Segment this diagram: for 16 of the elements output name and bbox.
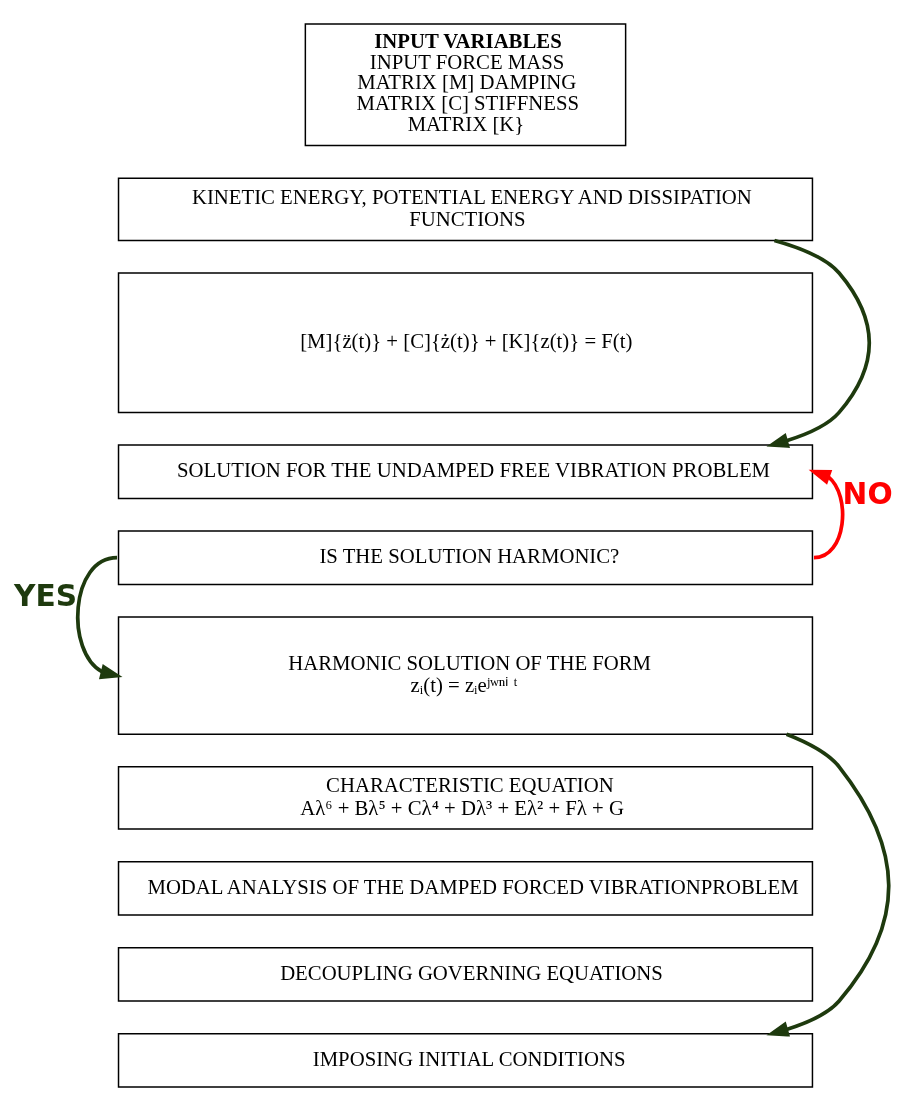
node-box: CHARACTERISTIC EQUATION Aλ⁶ + Bλ⁵ + Cλ⁴ + Dλ³ + Eλ² + Fλ + G xyxy=(117,766,814,830)
node-box: MODAL ANALYSIS OF THE DAMPED FORCED VIBRATIONPROBLEM xyxy=(117,860,814,916)
node-box: IS THE SOLUTION HARMONIC? xyxy=(117,530,814,586)
arrow xyxy=(766,732,891,1037)
node-box: KINETIC ENERGY, POTENTIAL ENERGY AND DISSIPATION FUNCTIONS xyxy=(117,177,814,242)
node-box: INPUT VARIABLES INPUT FORCE MASS MATRIX [M] DAMPING MATRIX [C] STIFFNESS MATRIX [K} xyxy=(304,23,627,147)
node-box: HARMONIC SOLUTION OF THE FORM zᵢ(t) = zᵢeʲʷⁿⁱ ᵗ xyxy=(117,616,814,735)
edge-label: YES xyxy=(13,577,78,613)
edge-label: NO xyxy=(842,476,893,512)
arrow xyxy=(766,238,872,448)
node-box: IMPOSING INITIAL CONDITIONS xyxy=(117,1032,814,1088)
arrow xyxy=(808,469,845,560)
arrow xyxy=(76,555,123,680)
node-box: DECOUPLING GOVERNING EQUATIONS xyxy=(117,946,814,1002)
node-box: SOLUTION FOR THE UNDAMPED FREE VIBRATION PROBLEM xyxy=(117,444,814,500)
node-box: [M]{z̈(t)} + [C]{ż(t)} + [K]{z(t)} = F(t) xyxy=(117,272,814,414)
